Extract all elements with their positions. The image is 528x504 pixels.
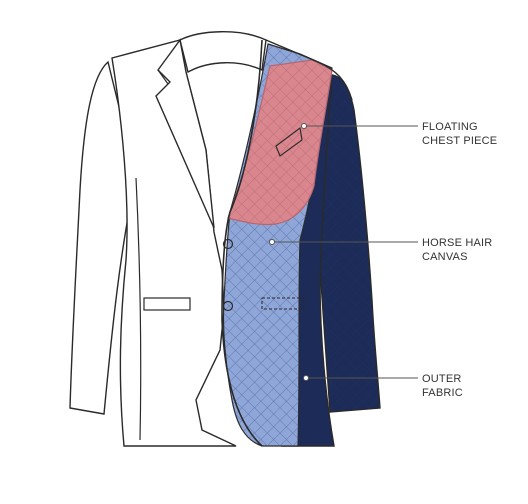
button-bottom [222, 300, 234, 312]
right-shoulder-line [265, 39, 353, 101]
callout-label-canvas-line2: CANVAS [422, 251, 468, 263]
jacket-left-side [69, 31, 267, 447]
callout-label-chest-line2: CHEST PIECE [422, 135, 497, 147]
right-front-edge [221, 39, 263, 447]
callout-label-outer-line2: FABRIC [422, 387, 463, 399]
button-top [222, 238, 234, 250]
right-hip-pocket [261, 297, 305, 310]
left-front-panel [111, 39, 237, 447]
collar-back [179, 31, 267, 74]
left-hip-pocket [143, 297, 191, 311]
left-sleeve [69, 60, 137, 415]
callout-chest-piece: FLOATING CHEST PIECE [301, 121, 497, 147]
callout-dot [301, 123, 307, 129]
left-side-seam [135, 177, 142, 441]
callout-dot [269, 239, 275, 245]
callout-outer: OUTER FABRIC [303, 373, 463, 399]
callout-label-outer-line1: OUTER [422, 373, 462, 385]
callout-dot [303, 375, 309, 381]
jacket-right-side [221, 39, 381, 447]
callout-label-chest-line1: FLOATING [422, 121, 478, 133]
left-lapel-notch [157, 69, 169, 85]
callout-canvas: HORSE HAIR CANVAS [269, 237, 492, 263]
callout-label-canvas-line1: HORSE HAIR [422, 237, 492, 249]
chest-pocket [275, 127, 303, 157]
